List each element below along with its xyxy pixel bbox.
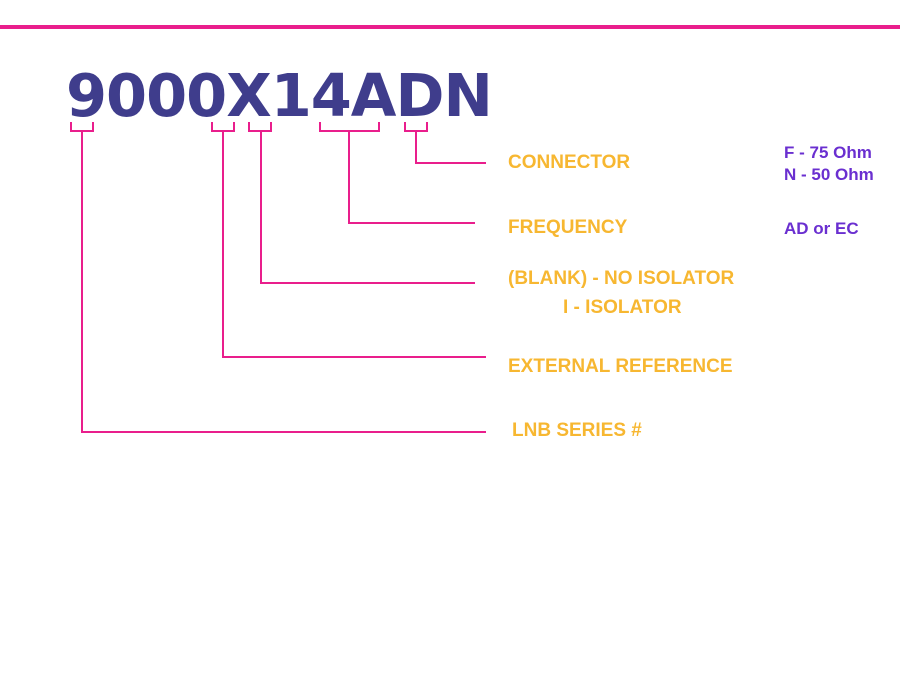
part-number: 9000X14ADN (66, 61, 493, 130)
bracket-connector (404, 122, 428, 132)
bracket-lnb-series (70, 122, 94, 132)
label-external-reference: EXTERNAL REFERENCE (508, 356, 733, 377)
leader-isolator (260, 131, 475, 284)
bracket-isolator (248, 122, 272, 132)
leader-lnb-series (81, 131, 486, 433)
label-isolator-i: I - ISOLATOR (563, 297, 682, 318)
label-isolator-blank: (BLANK) - NO ISOLATOR (508, 268, 735, 289)
label-connector: CONNECTOR (508, 152, 631, 173)
bracket-external-reference (211, 122, 235, 132)
label-frequency: FREQUENCY (508, 217, 628, 238)
option-frequency: AD or EC (784, 219, 859, 238)
top-divider (0, 25, 900, 29)
option-connector-f: F - 75 Ohm (784, 143, 872, 162)
leader-connector (415, 131, 486, 164)
leader-frequency (348, 131, 475, 224)
option-connector-n: N - 50 Ohm (784, 165, 874, 184)
label-lnb-series: LNB SERIES # (512, 420, 642, 441)
bracket-frequency (319, 122, 380, 132)
leader-external-reference (222, 131, 486, 358)
